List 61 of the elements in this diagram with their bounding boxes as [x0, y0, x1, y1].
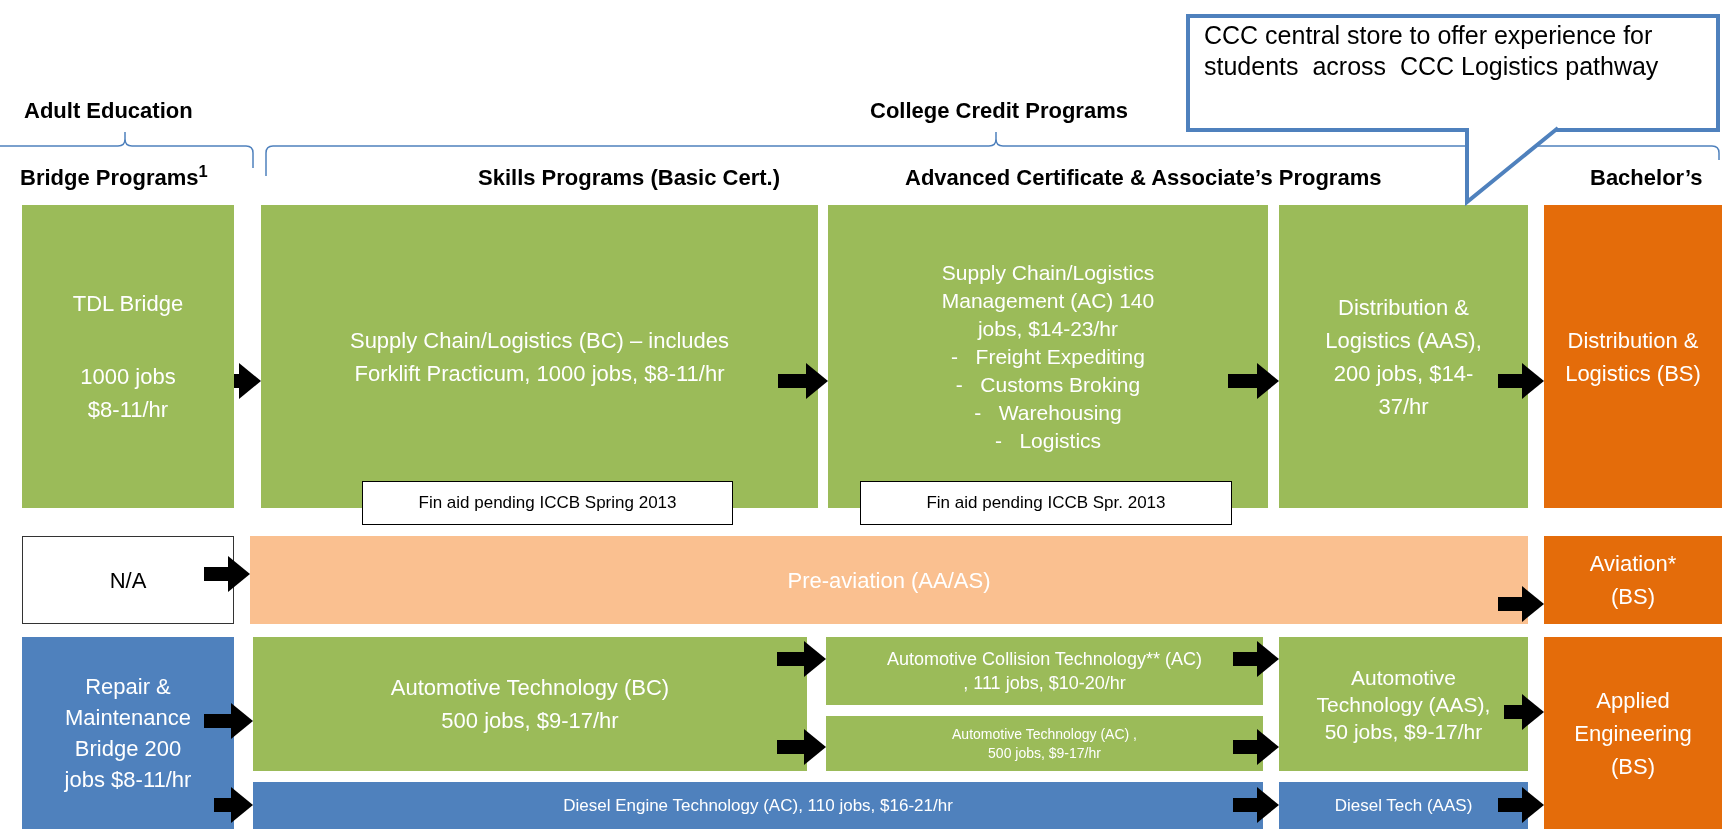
block-arrow [1233, 729, 1279, 765]
box-text: 1000 jobs $8-11/hr [79, 363, 177, 424]
box-text: Supply Chain/Logistics (BC) – includes Forklift Practicum, 1000 jobs, $8-11/hr [348, 326, 731, 388]
group-heading: Adult Education [24, 97, 193, 125]
box-text: Fin aid pending ICCB Spr. 2013 [926, 492, 1166, 515]
block-arrow [204, 556, 250, 592]
box-text: Aviation* (BS) [1588, 550, 1678, 611]
note-box [362, 481, 733, 525]
block-arrow [1504, 694, 1544, 730]
group-heading: College Credit Programs [870, 97, 1128, 125]
box-text: Automotive Technology (BC) 500 jobs, $9-17/hr [389, 674, 671, 735]
column-heading: Bachelor’s [1590, 164, 1703, 192]
block-arrow [1498, 787, 1544, 823]
column-heading: Bridge Programs$^{1}$ [20, 164, 208, 192]
program-box [1279, 637, 1528, 771]
block-arrow [204, 703, 253, 739]
program-box [826, 716, 1263, 771]
block-arrow [777, 641, 826, 677]
box-text: - Freight Expediting [951, 343, 1145, 370]
box-text: Repair & Maintenance Bridge 200 jobs $8-11/hr [63, 673, 193, 794]
program-box [253, 637, 807, 771]
callout-text: CCC central store to offer experience for students across CCC Logistics pathway [1204, 20, 1660, 82]
box-text: Fin aid pending ICCB Spring 2013 [418, 492, 677, 515]
program-box [826, 637, 1263, 705]
box-text: Supply Chain/Logistics Management (AC) 140 jobs, $14-23/hr [940, 259, 1156, 342]
box-text: Distribution & Logistics (BS) [1564, 326, 1702, 388]
program-box [1279, 205, 1528, 508]
block-arrow [1233, 641, 1279, 677]
box-text: Applied Engineering (BS) [1573, 686, 1693, 781]
box-text: Pre-aviation (AA/AS) [787, 566, 991, 595]
program-band [250, 536, 1528, 624]
program-box [1544, 637, 1722, 829]
program-box [22, 637, 234, 829]
box-text: - Warehousing [974, 399, 1122, 426]
box-text: - Logistics [994, 427, 1102, 454]
block-arrow [214, 787, 253, 823]
block-arrow [1498, 363, 1544, 399]
box-text: Diesel Engine Technology (AC), 110 jobs, $16-21/hr [563, 794, 953, 817]
note-box [860, 481, 1232, 525]
box-text: Automotive Technology (AC) , 500 jobs, $9-17/hr [951, 724, 1138, 763]
block-arrow [778, 363, 828, 399]
box-text: TDL Bridge [72, 290, 184, 318]
block-arrow [777, 729, 826, 765]
column-heading: Skills Programs (Basic Cert.) [478, 164, 780, 192]
program-band [253, 782, 1263, 829]
program-box [1279, 782, 1528, 829]
block-arrow [234, 363, 261, 399]
box-text: Automotive Technology (AAS), 50 jobs, $9-17/hr [1315, 664, 1492, 745]
column-heading: Advanced Certificate & Associate’s Programs [905, 164, 1382, 192]
box-text: - Customs Broking [955, 371, 1141, 398]
program-box [22, 205, 234, 508]
program-box [1544, 205, 1722, 508]
program-box [1544, 536, 1722, 624]
box-text: Automotive Collision Technology** (AC) , 111 jobs, $10-20/hr [886, 648, 1203, 695]
block-arrow [1233, 787, 1279, 823]
box-text: N/A [109, 566, 147, 595]
block-arrow [1498, 586, 1544, 622]
box-text: Diesel Tech (AAS) [1334, 794, 1473, 817]
block-arrow [1228, 363, 1279, 399]
program-box [22, 536, 234, 624]
box-text: Distribution & Logistics (AAS), 200 jobs, $14-37/hr [1324, 293, 1483, 421]
